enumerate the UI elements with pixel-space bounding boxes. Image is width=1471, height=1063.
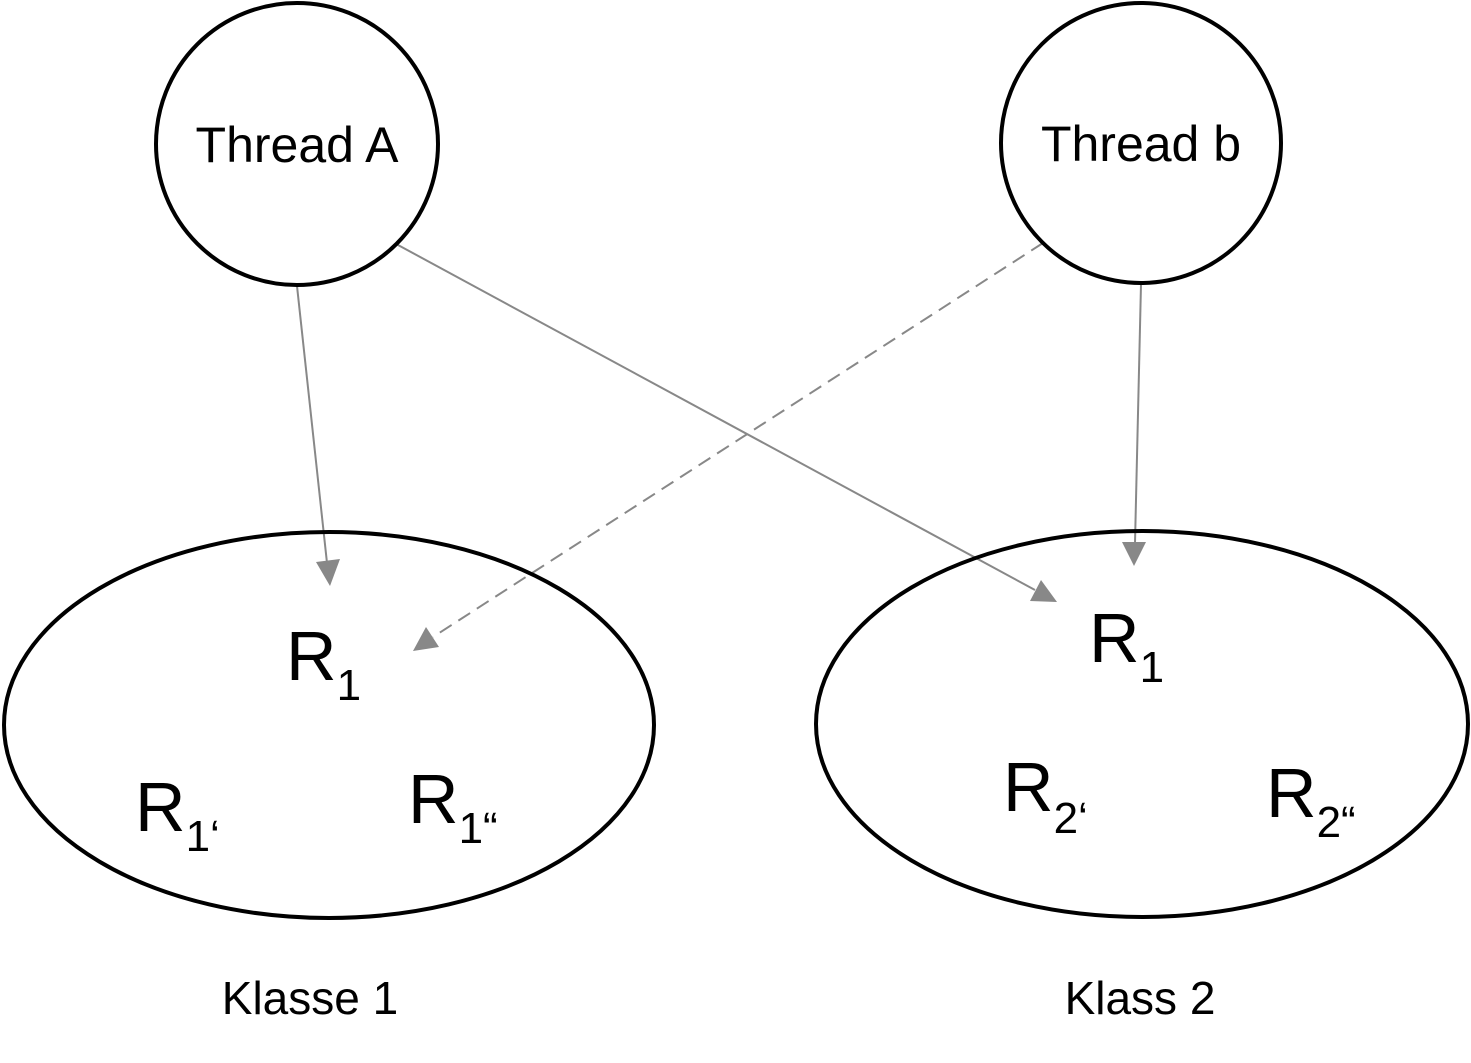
class-1-label: Klasse 1	[222, 972, 398, 1024]
class-2-label: Klass 2	[1065, 972, 1216, 1024]
class-2-resource-r2-double-prime: R2“	[1266, 754, 1356, 847]
edge-threadb-class2-r1	[1134, 283, 1142, 544]
edge-threadb-class1-r1	[432, 242, 1044, 638]
class-2-resource-r2-prime: R2‘	[1003, 748, 1088, 843]
edges	[296, 242, 1146, 651]
arrowhead-threada-class1-r1	[316, 559, 340, 586]
class-2-resource-r1: R1	[1089, 599, 1164, 692]
thread-a-label: Thread A	[196, 117, 400, 173]
thread-b-circle	[999, 1, 1283, 285]
thread-a-node: Thread A	[154, 1, 440, 287]
class-1-resource-r1-prime: R1‘	[135, 768, 220, 861]
class-2-group: R1 R2‘ R2“	[814, 529, 1470, 919]
arrowhead-threadb-class2-r1	[1122, 542, 1146, 566]
arrowhead-threadb-class1-r1	[413, 627, 439, 651]
thread-a-circle	[154, 1, 440, 287]
edge-threada-class1-r1	[296, 285, 328, 564]
class-1-ellipse	[2, 530, 656, 920]
class-1-resource-r1: R1	[286, 617, 361, 710]
edge-threada-class2-r1	[397, 244, 1036, 591]
class-1-group: R1 R1‘ R1“	[2, 530, 656, 920]
class-2-ellipse	[814, 529, 1470, 919]
thread-b-label: Thread b	[1041, 116, 1241, 172]
arrowhead-threada-class2-r1	[1030, 580, 1057, 602]
class-1-resource-r1-double-prime: R1“	[408, 760, 498, 853]
thread-b-node: Thread b	[999, 1, 1283, 285]
